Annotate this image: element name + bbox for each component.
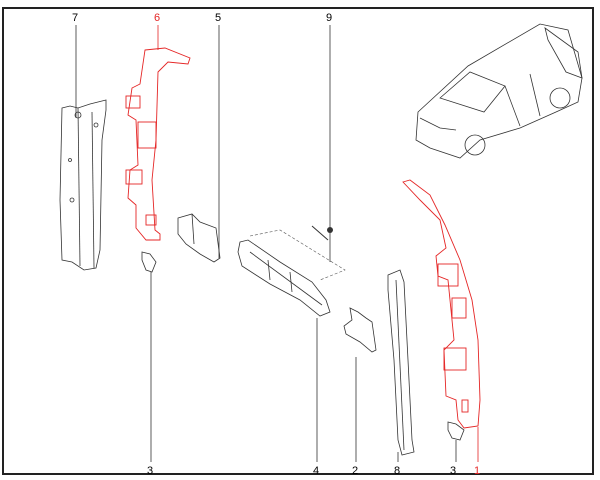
part-2-bracket bbox=[343, 307, 377, 353]
leader-lines bbox=[75, 25, 479, 462]
callout-4: 4 bbox=[313, 465, 319, 477]
callout-7: 7 bbox=[72, 12, 78, 24]
part-3-clip-left bbox=[141, 251, 157, 273]
callout-8: 8 bbox=[394, 465, 400, 477]
part-6-pillar bbox=[125, 47, 191, 241]
part-8-pillar bbox=[387, 269, 415, 456]
callout-9: 9 bbox=[326, 12, 332, 24]
diagram-frame bbox=[2, 7, 594, 475]
part-1-pillar bbox=[402, 179, 481, 429]
callout-6: 6 bbox=[154, 12, 160, 24]
vehicle-locator-illustration bbox=[415, 23, 583, 159]
part-3-clip-right bbox=[447, 421, 465, 441]
callout-3-left: 3 bbox=[147, 465, 153, 477]
part-4-cross-member bbox=[237, 229, 346, 317]
part-5-bracket bbox=[177, 213, 221, 263]
part-9-bolt bbox=[311, 225, 333, 241]
callout-1: 1 bbox=[474, 465, 480, 477]
part-7-pillar bbox=[59, 99, 107, 271]
callout-3-right: 3 bbox=[450, 465, 456, 477]
callout-5: 5 bbox=[215, 12, 221, 24]
callout-2: 2 bbox=[352, 465, 358, 477]
